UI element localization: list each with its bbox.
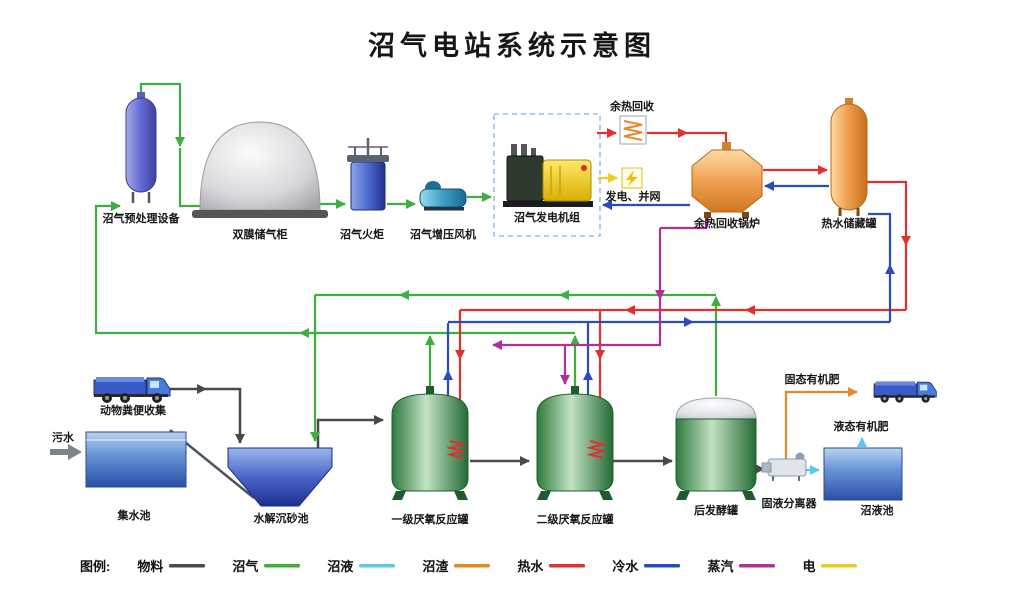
legend-label: 物料 [137, 559, 164, 574]
label-heat-recovery: 余热回收 [609, 99, 654, 113]
legend-label: 沼液 [327, 559, 354, 574]
legend-item-electricity: 电 [802, 556, 858, 575]
boiler-body [691, 149, 763, 213]
engine-block [506, 155, 544, 202]
label-secondary-reactor: 二级厌氧反应罐 [537, 512, 614, 526]
legend-swatch [549, 563, 586, 567]
biogas-lines [94, 82, 721, 442]
label-solid-fertilizer: 固态有机肥 [785, 372, 840, 386]
legend-item-slurry: 沼液 [327, 556, 396, 575]
primary-reactor [391, 386, 469, 500]
legend-item-material: 物料 [137, 556, 206, 575]
tank-body [830, 103, 868, 211]
label-sewage: 污水 [52, 430, 75, 444]
label-pretreatment: 沼气预处理设备 [103, 211, 181, 225]
coil-icon [623, 120, 643, 141]
legend-label: 热水 [517, 559, 544, 574]
solid-liquid-separator [761, 452, 807, 481]
fermenter-body [675, 418, 757, 492]
label-flare: 沼气火炬 [340, 227, 384, 241]
legend-swatch [739, 563, 776, 567]
generator-set [493, 113, 601, 237]
legend-item-steam: 蒸汽 [707, 556, 776, 575]
grid-connection-box [621, 167, 643, 189]
label-booster-fan: 沼气增压风机 [410, 227, 476, 241]
label-grid: 发电、并网 [605, 189, 661, 203]
lightning-icon [626, 170, 638, 186]
fertilizer-truck [873, 381, 937, 403]
pretreatment-tank [125, 92, 157, 203]
label-heat-boiler: 余热回收锅炉 [693, 216, 760, 230]
legend-item-biogas: 沼气 [232, 556, 301, 575]
post-fermenter [675, 397, 757, 500]
legend-item-residue: 沼渣 [422, 556, 491, 575]
label-collection-pool: 集水池 [117, 508, 151, 522]
alternator [542, 159, 592, 202]
dome-base [192, 210, 328, 218]
legend-item-cold-water: 冷水 [612, 556, 681, 575]
reactor-body [391, 393, 469, 492]
legend-swatch [644, 563, 681, 567]
label-manure-collection: 动物粪便收集 [100, 403, 167, 417]
label-hot-water-tank: 热水储藏罐 [822, 216, 877, 230]
heat-recovery-boiler [691, 142, 763, 218]
legend-label: 冷水 [612, 559, 639, 574]
page-title: 沼气电站系统示意图 [368, 31, 656, 61]
legend-label: 蒸汽 [707, 559, 734, 574]
booster-fan [419, 181, 467, 211]
label-liquid-fertilizer: 液态有机肥 [834, 419, 889, 433]
legend: 图例: 物料 沼气 沼液 沼渣 热水 冷水 蒸汽 电 [80, 556, 858, 575]
legend-swatch [264, 563, 301, 567]
residue-lines [784, 387, 858, 459]
hot-water-tank [830, 98, 868, 216]
gas-holder-dome [192, 121, 328, 218]
label-post-fermenter: 后发酵罐 [694, 503, 738, 517]
legend-title: 图例: [80, 559, 111, 574]
legend-swatch [821, 563, 858, 567]
slurry-pool [823, 447, 903, 501]
legend-label: 沼渣 [422, 559, 449, 574]
legend-swatch [169, 563, 206, 567]
label-hydrolysis: 水解沉砂池 [254, 511, 309, 525]
heating-coil [586, 440, 607, 459]
collection-pool [85, 431, 187, 488]
secondary-reactor [536, 386, 614, 500]
heat-recovery-exchanger [619, 115, 647, 145]
cold-water-lines [443, 181, 895, 452]
dome-membrane [199, 121, 321, 211]
heating-coil [446, 440, 467, 459]
label-separator: 固液分离器 [762, 496, 818, 510]
flare-tower [347, 138, 389, 211]
label-slurry-pool: 沼液池 [861, 503, 894, 517]
sewage-arrow [50, 444, 82, 460]
manure-truck [93, 377, 171, 403]
label-primary-reactor: 一级厌氧反应罐 [392, 512, 469, 526]
legend-label: 电 [802, 559, 816, 574]
label-generator: 沼气发电机组 [514, 210, 580, 224]
tank-body [125, 97, 157, 193]
legend-label: 沼气 [232, 559, 259, 574]
reactor-body [536, 393, 614, 492]
hydrolysis-tank [227, 447, 333, 507]
legend-swatch [454, 563, 491, 567]
separator-body [767, 458, 807, 477]
slurry-lines [806, 437, 867, 475]
generator-enclosure [493, 113, 601, 237]
fan-body [419, 188, 467, 208]
fermenter-dome [675, 397, 757, 420]
label-gas-holder: 双膜储气柜 [233, 227, 288, 241]
flare-body [350, 161, 386, 211]
legend-item-hot-water: 热水 [517, 556, 586, 575]
legend-swatch [359, 563, 396, 567]
